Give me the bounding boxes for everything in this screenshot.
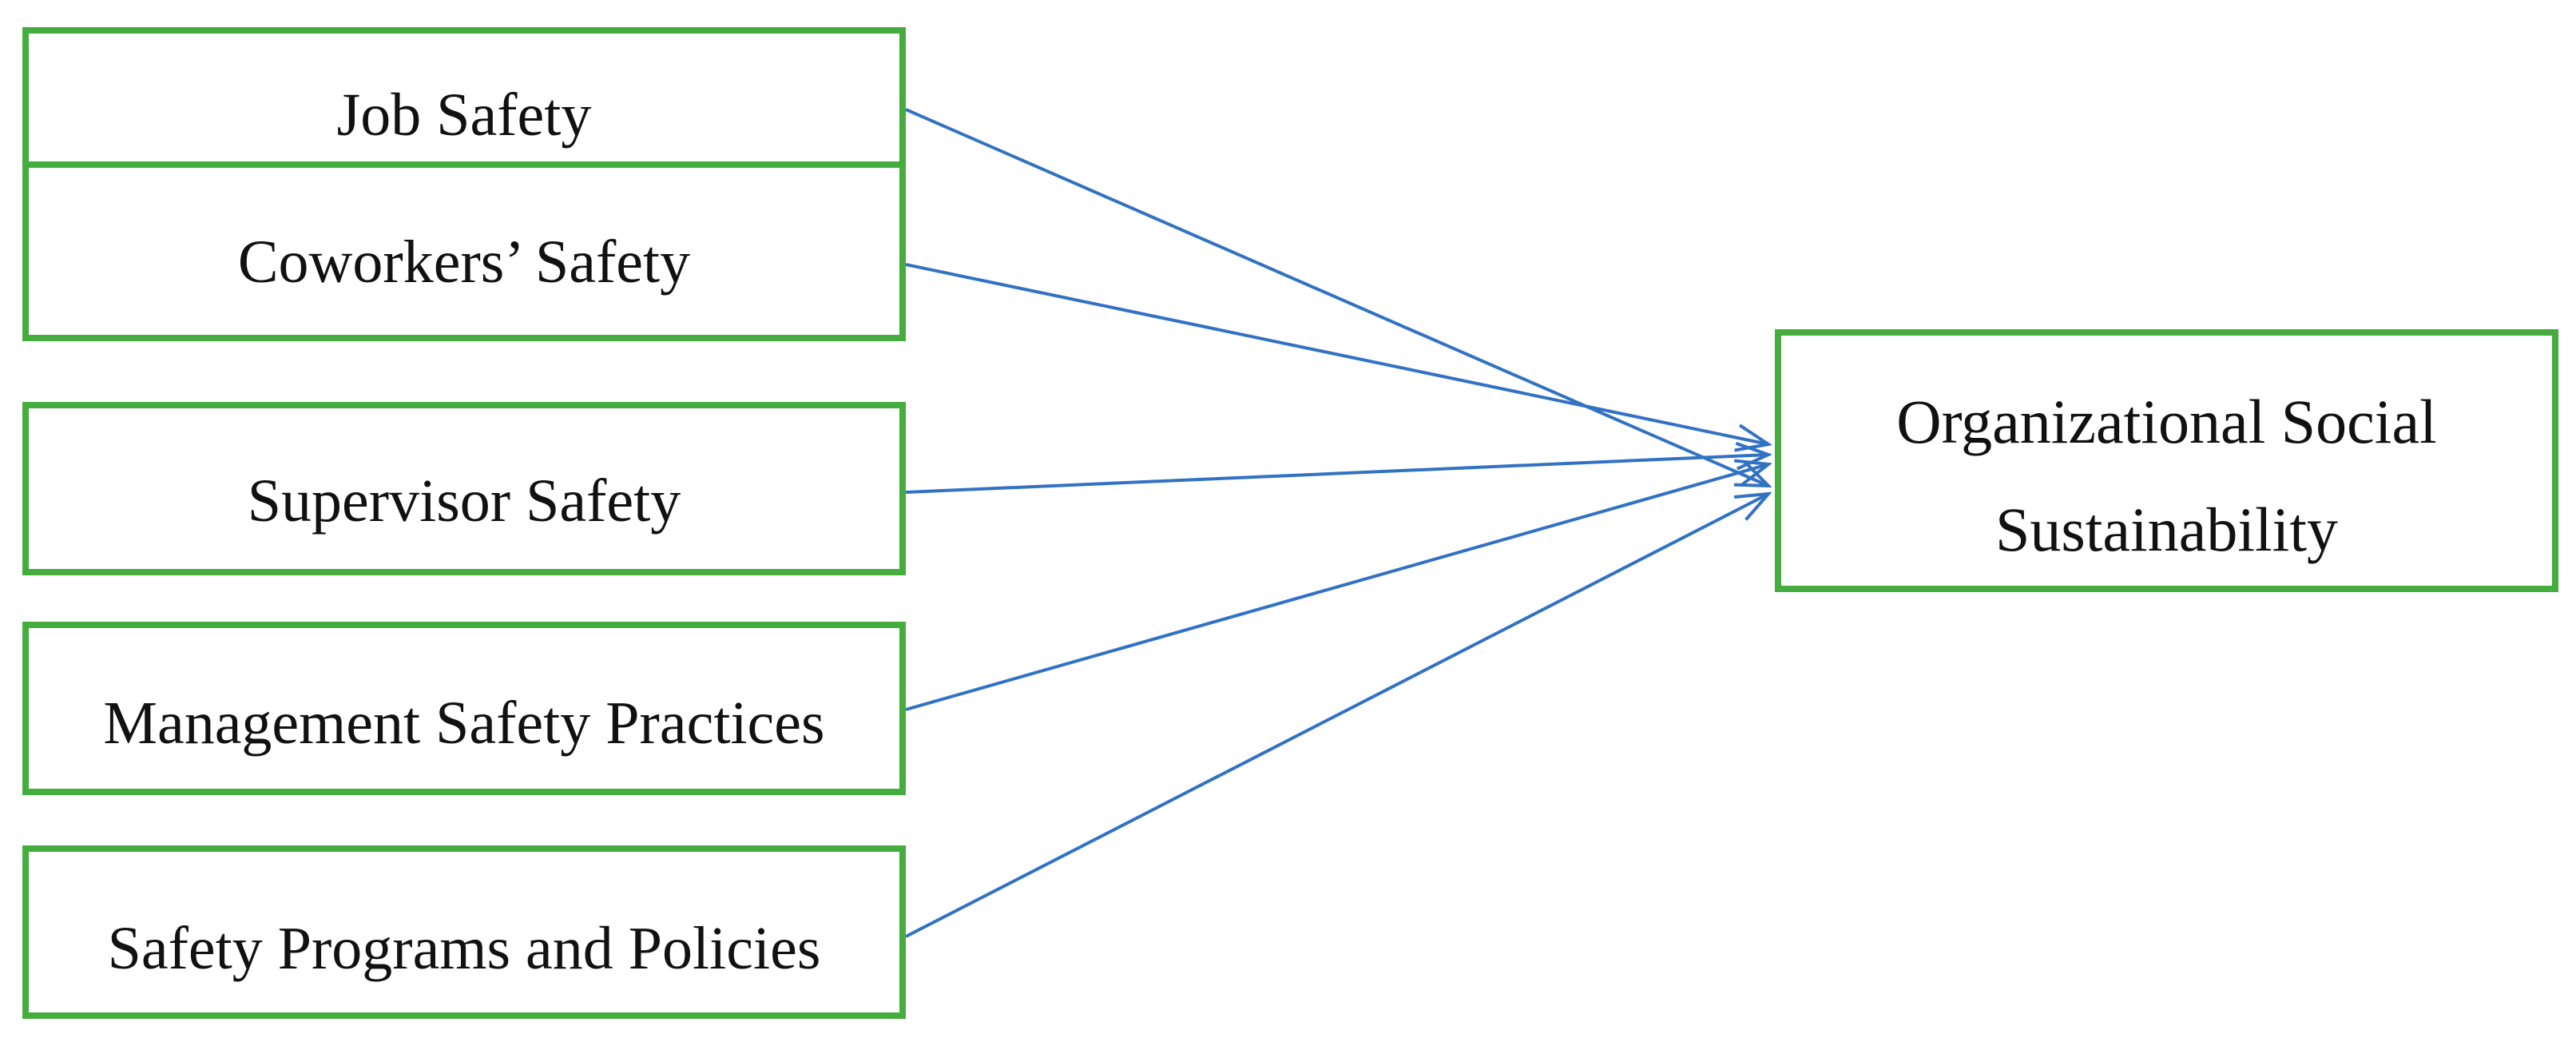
node-coworkers-safety: Coworkers’ Safety [22,161,906,341]
node-organizational-social-sustainability: Organizational Social Sustainability [1775,329,2558,592]
node-label-job-safety: Job Safety [336,81,592,149]
edge-safety-programs-policies-to-organizational-social-sustainability [905,494,1768,938]
node-job-safety: Job Safety [22,27,906,168]
edges-group [905,108,1768,938]
node-label-coworkers-safety: Coworkers’ Safety [237,229,691,296]
edge-job-safety-to-organizational-social-sustainability [905,108,1768,486]
edge-coworkers-safety-to-organizational-social-sustainability [905,263,1768,444]
node-safety-programs-policies: Safety Programs and Policies [22,845,906,1019]
node-label-management-safety-practices: Management Safety Practices [103,690,825,757]
node-label-supervisor-safety: Supervisor Safety [247,467,681,535]
node-management-safety-practices: Management Safety Practices [22,622,906,795]
node-label-organizational-social-sustainability: Organizational Social Sustainability [1896,387,2437,564]
node-supervisor-safety: Supervisor Safety [22,402,906,575]
node-label-safety-programs-policies: Safety Programs and Policies [107,915,821,982]
edge-supervisor-safety-to-organizational-social-sustainability [905,455,1768,494]
edge-management-safety-practices-to-organizational-social-sustainability [905,464,1768,711]
